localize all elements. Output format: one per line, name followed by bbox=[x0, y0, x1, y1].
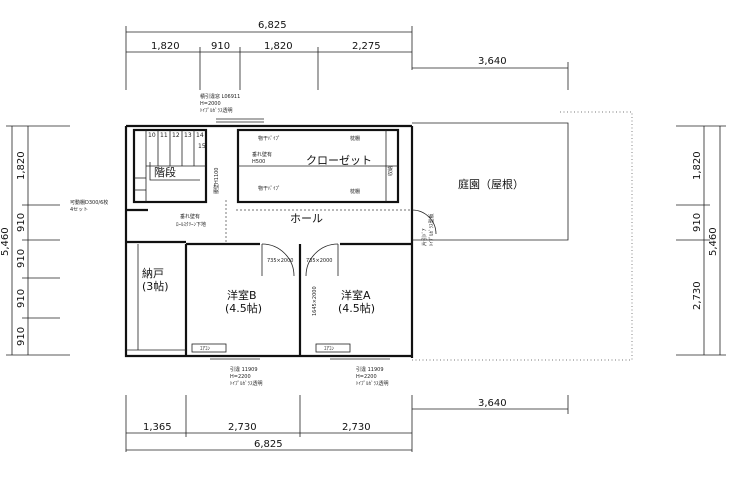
stair-step-14: 14 bbox=[196, 132, 204, 139]
bottom-seg-2: 2,730 bbox=[228, 422, 257, 433]
garden-label: 庭園（屋根） bbox=[458, 177, 524, 191]
staircase: 10 11 12 13 14 15 bbox=[134, 130, 206, 202]
top-right-dim: 3,640 bbox=[478, 56, 507, 67]
left-seg-4: 910 bbox=[16, 289, 27, 308]
note-window-top: 積引違窓 L06911 bbox=[200, 93, 240, 100]
right-dimensions: 1,820 910 2,730 5,460 bbox=[676, 125, 726, 356]
bottom-dimensions: 3,640 1,365 2,730 2,730 6,825 bbox=[125, 395, 569, 452]
top-seg-1: 1,820 bbox=[151, 41, 180, 52]
note-pipe-top: 物干ﾊﾟｲﾌﾟ bbox=[258, 135, 281, 142]
room-b-label: 洋室B bbox=[227, 288, 257, 302]
right-seg-1: 1,820 bbox=[692, 151, 703, 180]
right-total-dim: 5,460 bbox=[708, 227, 719, 256]
closet-label: クローゼット bbox=[306, 154, 372, 167]
top-seg-2: 910 bbox=[211, 41, 230, 52]
note-window-top-h: H=2000 bbox=[200, 101, 221, 107]
windows bbox=[191, 118, 390, 360]
note-door-a: 735×2000 bbox=[306, 258, 332, 264]
left-total-dim: 5,460 bbox=[0, 227, 11, 256]
annotations: 積引違窓 L06911 H=2000 ﾄｲﾌﾟﾙｶﾞﾗｽ透明 腰壁H1100 垂… bbox=[70, 93, 435, 387]
note-door-b: 735×2000 bbox=[267, 258, 293, 264]
note-hanging-wall: 垂れ壁有 bbox=[252, 151, 272, 158]
note-window-a-glass: ﾄｲﾌﾟﾙｶﾞﾗｽ透明 bbox=[356, 380, 389, 387]
note-movable-shelf: 可動棚D300/6枚 bbox=[70, 199, 108, 206]
note-window-a: 引違 11909 bbox=[356, 366, 384, 373]
note-window-b-glass: ﾄｲﾌﾟﾙｶﾞﾗｽ透明 bbox=[230, 380, 263, 387]
note-ac-b: ｴｱｺﾝ bbox=[200, 346, 211, 352]
bottom-right-dim: 3,640 bbox=[478, 398, 507, 409]
note-ac-a: ｴｱｺﾝ bbox=[324, 346, 335, 352]
note-window-top-glass: ﾄｲﾌﾟﾙｶﾞﾗｽ透明 bbox=[200, 107, 233, 114]
note-shelf-bottom: 枕棚 bbox=[350, 188, 360, 195]
walls bbox=[124, 111, 633, 361]
hall-label: ホール bbox=[290, 212, 323, 225]
storage-label: 納戸 bbox=[142, 267, 164, 280]
stair-step-13: 13 bbox=[184, 132, 192, 139]
room-a-size: (4.5帖) bbox=[338, 302, 375, 315]
note-curtain: ﾛｰﾙｽｸﾘｰﾝ下地 bbox=[176, 221, 206, 228]
note-hanging-wall-h: H500 bbox=[252, 159, 265, 165]
left-seg-2: 910 bbox=[16, 213, 27, 232]
note-pipe-bottom: 物干ﾊﾟｲﾌﾟ bbox=[258, 185, 281, 192]
room-b-size: (4.5帖) bbox=[225, 302, 262, 315]
note-hanging-wall-2: 垂れ壁有 bbox=[180, 213, 200, 220]
right-seg-3: 2,730 bbox=[692, 281, 703, 310]
note-door-right-glass: ﾄｲﾌﾟﾙｶﾞﾗｽ型板 bbox=[428, 213, 435, 246]
note-wall-shelf: 腰壁H1100 bbox=[213, 168, 220, 195]
stairs-label: 階段 bbox=[154, 165, 176, 179]
left-seg-1: 1,820 bbox=[16, 151, 27, 180]
stair-step-10: 10 bbox=[148, 132, 156, 139]
bottom-total-dim: 6,825 bbox=[254, 439, 283, 450]
left-dimensions: 5,460 1,820 910 910 910 910 bbox=[0, 125, 70, 356]
door-swings bbox=[261, 209, 437, 277]
left-seg-3: 910 bbox=[16, 249, 27, 268]
top-seg-3: 1,820 bbox=[264, 41, 293, 52]
note-movable-shelf-set: 4セット bbox=[70, 207, 88, 213]
stair-step-15: 15 bbox=[198, 143, 206, 150]
note-window-b: 引違 11909 bbox=[230, 366, 258, 373]
note-door-right: 片引ﾄﾞｱ bbox=[421, 228, 428, 246]
note-window-a-h: H=2200 bbox=[356, 374, 377, 380]
top-total-dim: 6,825 bbox=[258, 20, 287, 31]
storage-size: (3帖) bbox=[142, 280, 169, 293]
stair-step-11: 11 bbox=[160, 132, 168, 139]
right-seg-2: 910 bbox=[692, 213, 703, 232]
note-side-label: 収納 bbox=[387, 166, 394, 176]
top-seg-4: 2,275 bbox=[352, 41, 381, 52]
left-seg-5: 910 bbox=[16, 327, 27, 346]
bottom-seg-3: 2,730 bbox=[342, 422, 371, 433]
room-labels: 階段 クローゼット ホール 納戸 (3帖) 洋室B (4.5帖) 洋室A (4.… bbox=[142, 154, 524, 315]
note-door-a-side: 1645×2000 bbox=[312, 286, 318, 316]
stair-step-12: 12 bbox=[172, 132, 180, 139]
note-window-b-h: H=2200 bbox=[230, 374, 251, 380]
bottom-seg-1: 1,365 bbox=[143, 422, 172, 433]
note-shelf-top: 枕棚 bbox=[350, 135, 360, 142]
top-dimensions: 6,825 1,820 910 1,820 2,275 3,640 bbox=[125, 20, 569, 90]
room-a-label: 洋室A bbox=[341, 288, 371, 302]
